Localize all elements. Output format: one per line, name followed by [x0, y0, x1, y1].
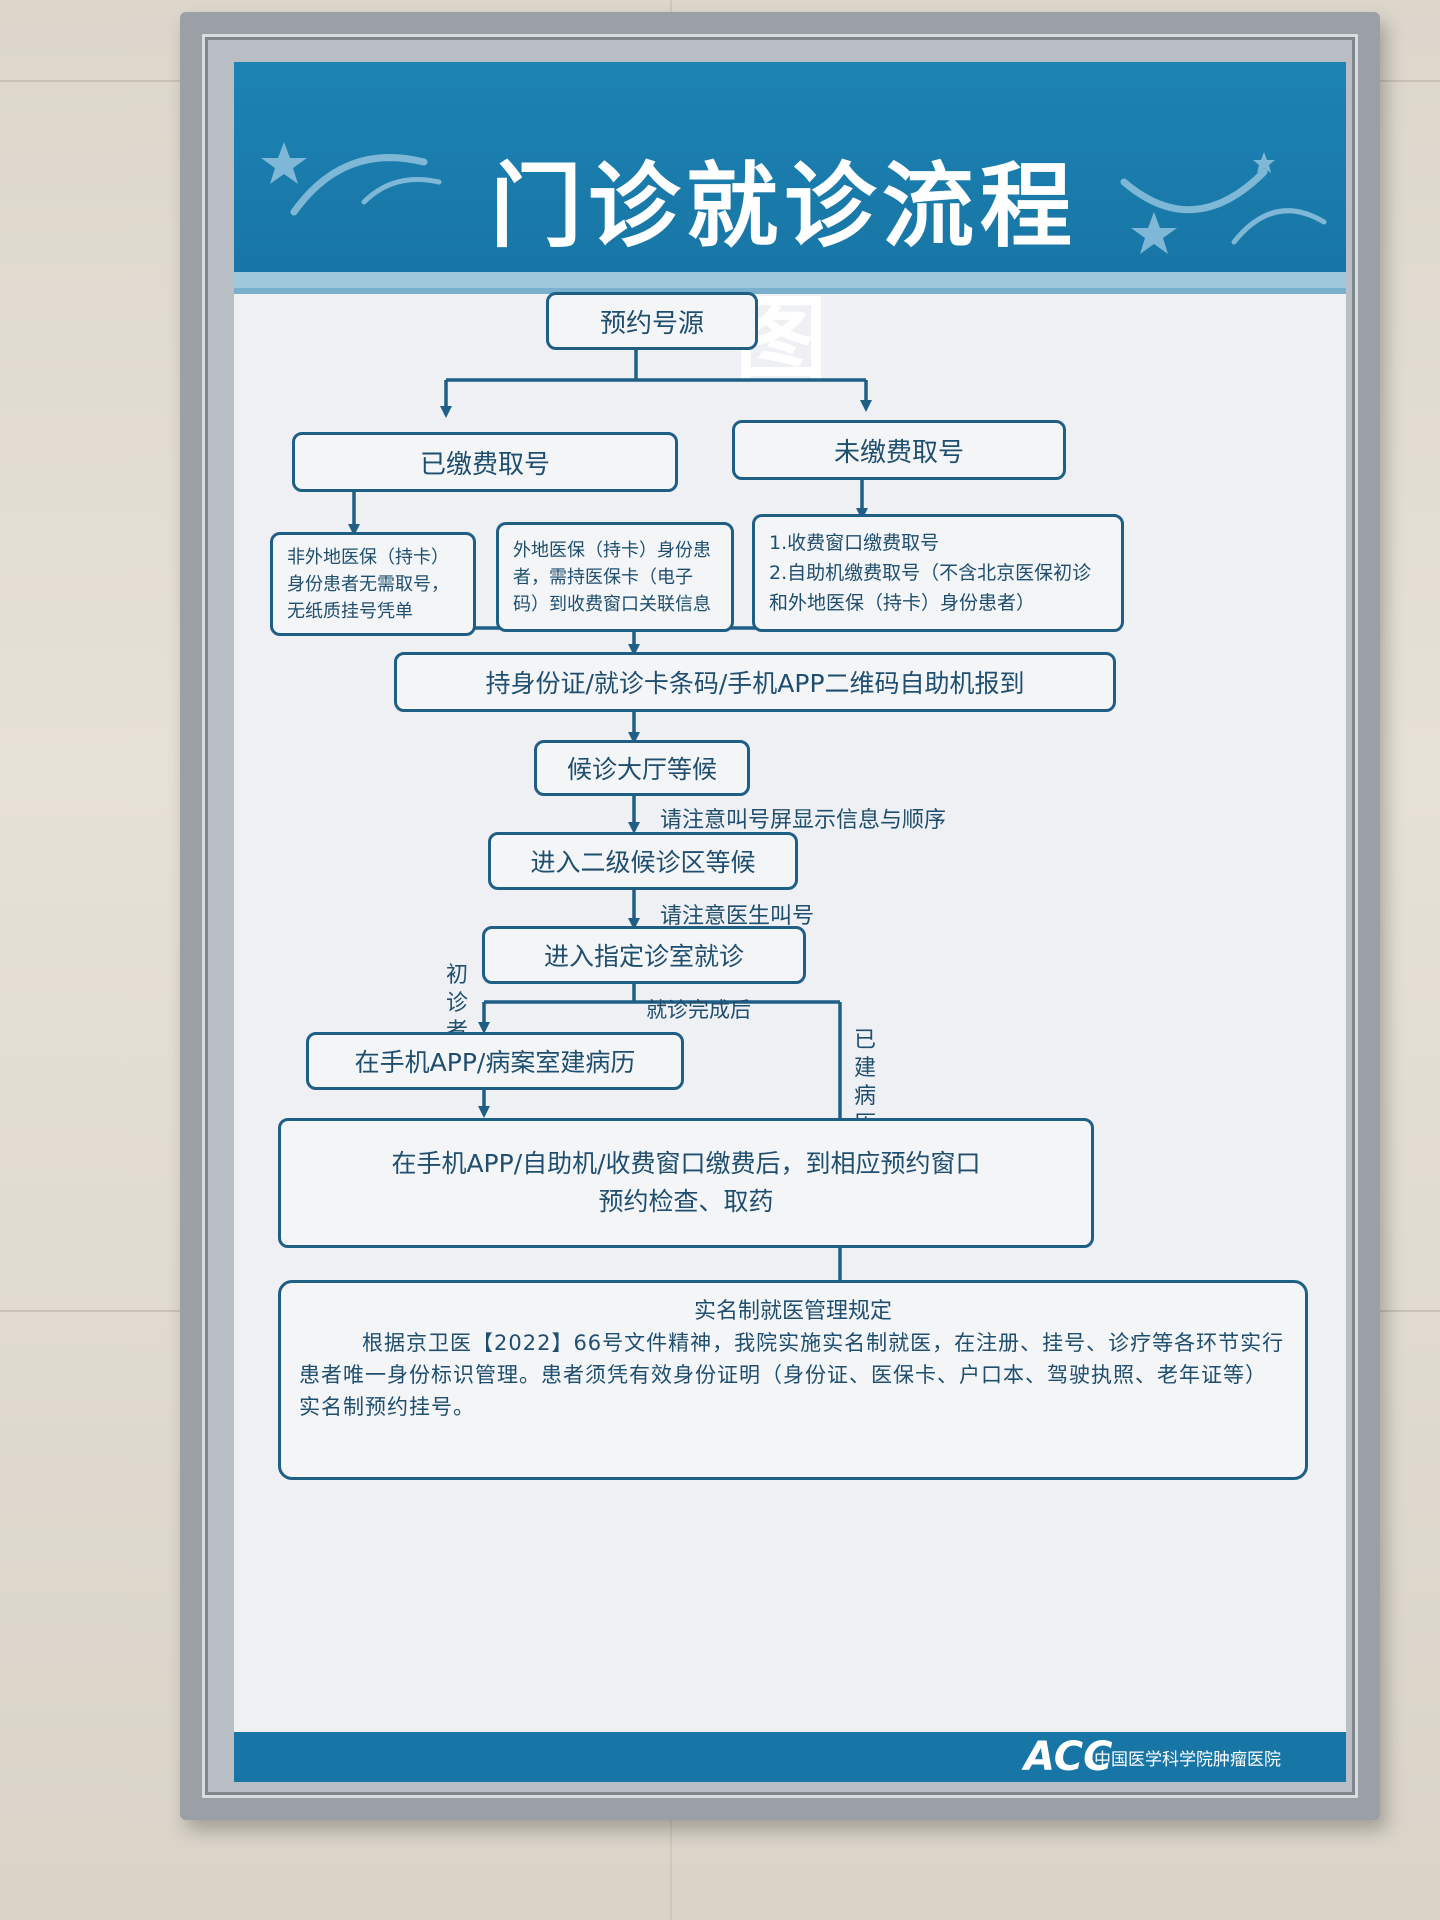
flow-box-unpaid: 未缴费取号 — [732, 420, 1066, 480]
flow-box-create-record: 在手机APP/病案室建病历 — [306, 1032, 684, 1090]
star-swoosh-icon — [261, 142, 442, 216]
flow-box-label: 在手机APP/病案室建病历 — [354, 1048, 636, 1077]
star-swoosh-icon — [1120, 152, 1327, 254]
note-doctor-call: 请注意医生叫号 — [660, 904, 815, 929]
flow-box-unpaid-options: 1.收费窗口缴费取号 2.自助机缴费取号（不含北京医保初诊和外地医保（持卡）身份… — [752, 514, 1124, 632]
flow-box-label: 外地医保（持卡）身份患者，需持医保卡（电子码）到收费窗口关联信息 — [513, 539, 711, 615]
header-stripe — [234, 272, 1346, 288]
flow-box-secondary-wait: 进入二级候诊区等候 — [488, 832, 798, 890]
flow-box-label: 预约号源 — [599, 308, 704, 339]
flow-box-checkin: 持身份证/就诊卡条码/手机APP二维码自助机报到 — [394, 652, 1116, 712]
flow-box-label: 未缴费取号 — [833, 437, 964, 468]
real-name-rules-box: 实名制就医管理规定 根据京卫医【2022】66号文件精神，我院实施实名制就医，在… — [278, 1280, 1308, 1480]
poster-title: 门诊就诊流程图 — [489, 153, 1078, 393]
note-call-screen: 请注意叫号屏显示信息与顺序 — [660, 808, 947, 833]
flow-box-consult: 进入指定诊室就诊 — [482, 926, 806, 984]
flow-box-label: 在手机APP/自助机/收费窗口缴费后，到相应预约窗口 预约检查、取药 — [391, 1149, 981, 1216]
flow-box-local-insurance: 非外地医保（持卡）身份患者无需取号，无纸质挂号凭单 — [270, 532, 476, 636]
flow-box-label: 已缴费取号 — [419, 449, 550, 480]
flow-box-label: 非外地医保（持卡）身份患者无需取号，无纸质挂号凭单 — [287, 546, 449, 622]
footer-band — [234, 1732, 1346, 1782]
hospital-logo-icon: ACC — [1024, 1734, 1113, 1780]
flow-box-paid: 已缴费取号 — [292, 432, 678, 492]
header-stripe — [234, 288, 1346, 294]
hospital-name: 中国医学科学院肿瘤医院 — [1094, 1750, 1281, 1770]
rules-body: 根据京卫医【2022】66号文件精神，我院实施实名制就医，在注册、挂号、诊疗等各… — [299, 1331, 1285, 1419]
flow-box-final-step: 在手机APP/自助机/收费窗口缴费后，到相应预约窗口 预约检查、取药 — [278, 1118, 1094, 1248]
flow-box-nonlocal-insurance: 外地医保（持卡）身份患者，需持医保卡（电子码）到收费窗口关联信息 — [496, 522, 734, 632]
note-after-consult: 就诊完成后 — [646, 998, 751, 1022]
flow-box-label: 1.收费窗口缴费取号 2.自助机缴费取号（不含北京医保初诊和外地医保（持卡）身份… — [769, 532, 1092, 614]
flow-box-label: 进入二级候诊区等候 — [530, 848, 756, 877]
poster: 门诊就诊流程图 — [234, 62, 1346, 1782]
rules-title: 实名制就医管理规定 — [693, 1299, 892, 1324]
flow-box-wait-hall: 候诊大厅等候 — [534, 740, 750, 796]
poster-frame: 门诊就诊流程图 — [180, 12, 1380, 1820]
flow-box-start: 预约号源 — [546, 292, 758, 350]
flow-box-label: 进入指定诊室就诊 — [543, 942, 744, 971]
flow-box-label: 持身份证/就诊卡条码/手机APP二维码自助机报到 — [485, 669, 1025, 698]
flow-box-label: 候诊大厅等候 — [566, 755, 717, 784]
